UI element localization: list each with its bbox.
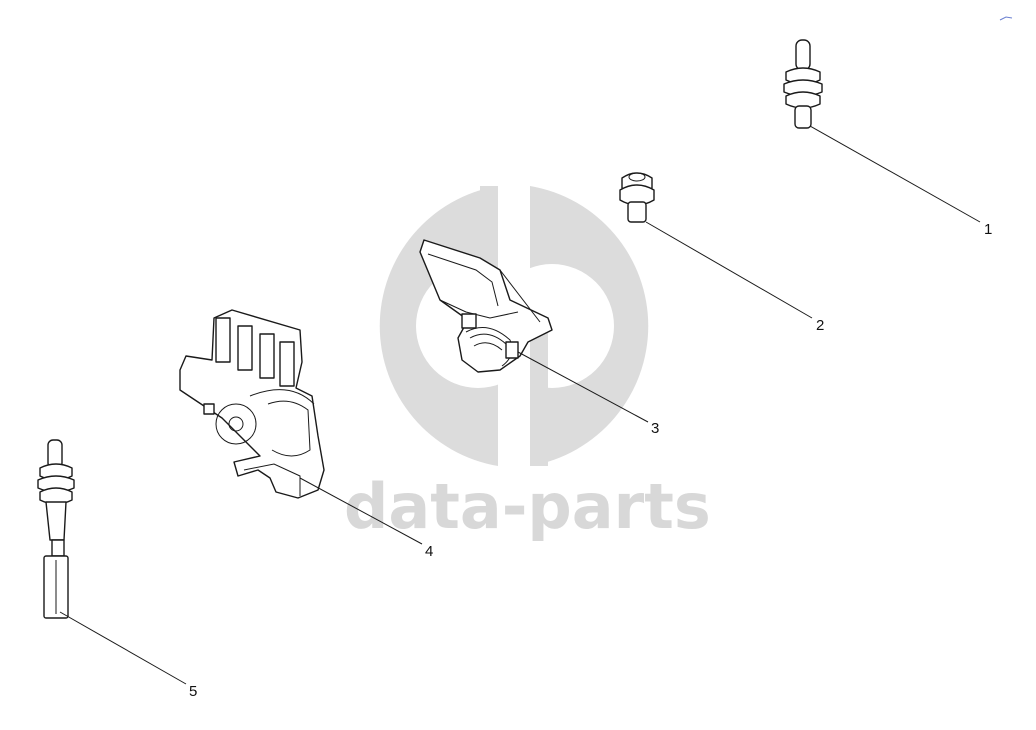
- pin-contact-with-seal-icon: [783, 39, 823, 129]
- leader-3: [517, 351, 649, 423]
- callout-label-1: 1: [984, 221, 992, 238]
- callout-label-4: 4: [425, 543, 433, 560]
- terminal-with-seal-icon: [37, 439, 75, 619]
- watermark-text: data-parts: [344, 470, 711, 543]
- wire-seal-icon: [619, 172, 655, 223]
- leader-4: [299, 477, 423, 545]
- corner-mark: [999, 16, 1013, 21]
- callout-label-2: 2: [816, 317, 824, 334]
- callout-label-5: 5: [189, 683, 197, 700]
- connector-housing-icon: [179, 309, 325, 499]
- callout-label-3: 3: [651, 420, 659, 437]
- leader-1: [809, 125, 981, 223]
- leader-2: [645, 221, 813, 319]
- connector-cover-icon: [419, 239, 553, 373]
- leader-5: [59, 611, 187, 685]
